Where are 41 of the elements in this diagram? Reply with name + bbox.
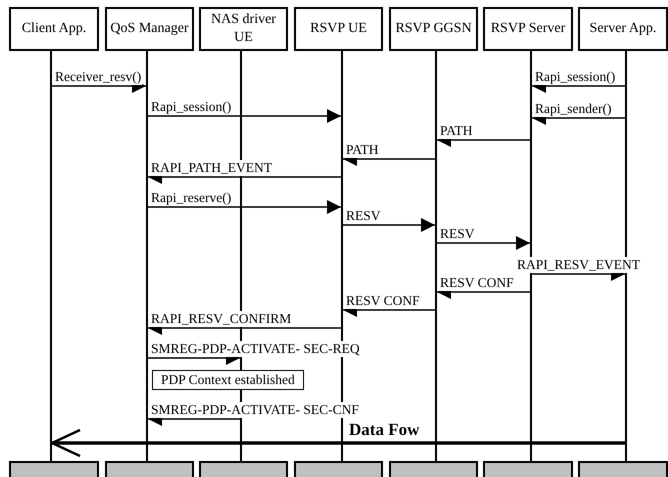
message-arrow (50, 428, 625, 458)
edge-label: Rapi_sender() (534, 101, 612, 117)
lifeline-header-box: RSVP GGSN (389, 7, 478, 51)
lifeline (146, 51, 148, 461)
edge-label: SMREG-PDP-ACTIVATE- SEC-CNF (150, 402, 360, 418)
lifeline-header-box: QoS Manager (105, 7, 194, 51)
lifeline-header-box: NAS driver UE (199, 7, 288, 51)
lifeline (341, 51, 343, 461)
lifeline-end-box (294, 461, 383, 477)
note-box: PDP Context established (152, 370, 304, 390)
message-arrow (437, 236, 530, 250)
edge-label: RAPI_RESV_CONFIRM (150, 311, 292, 327)
edge-label: RESV CONF (345, 293, 421, 309)
lifeline (435, 51, 437, 461)
edge-label: PATH (345, 142, 380, 158)
edge-label: RAPI_PATH_EVENT (150, 160, 274, 176)
lifeline-end-box (483, 461, 573, 477)
edge-label: RESV CONF (439, 275, 515, 291)
message-arrow (343, 218, 435, 232)
lifeline-header-box: Server App. (578, 7, 668, 51)
edge-label: Receiver_resv() (54, 69, 142, 85)
lifeline (50, 51, 52, 461)
edge-label: PATH (439, 123, 474, 139)
lifeline-header-box: Client App. (9, 7, 99, 51)
edge-label: Data Fow (348, 422, 420, 438)
message-arrow (148, 109, 341, 123)
message-arrow (148, 200, 341, 214)
lifeline-header-box: RSVP Server (483, 7, 573, 51)
edge-label: Rapi_reserve() (150, 190, 232, 206)
lifeline-end-box (9, 461, 99, 477)
lifeline (625, 51, 627, 461)
lifeline-end-box (199, 461, 288, 477)
lifeline-end-box (389, 461, 478, 477)
lifeline-header-box: RSVP UE (294, 7, 383, 51)
lifeline-end-box (578, 461, 668, 477)
lifeline (530, 51, 532, 461)
edge-label: SMREG-PDP-ACTIVATE- SEC-REQ (150, 341, 361, 357)
edge-label: RAPI_RESV_EVENT (516, 257, 642, 273)
edge-label: Rapi_session() (534, 69, 616, 85)
lifeline-end-box (105, 461, 194, 477)
edge-label: Rapi_session() (150, 99, 232, 115)
